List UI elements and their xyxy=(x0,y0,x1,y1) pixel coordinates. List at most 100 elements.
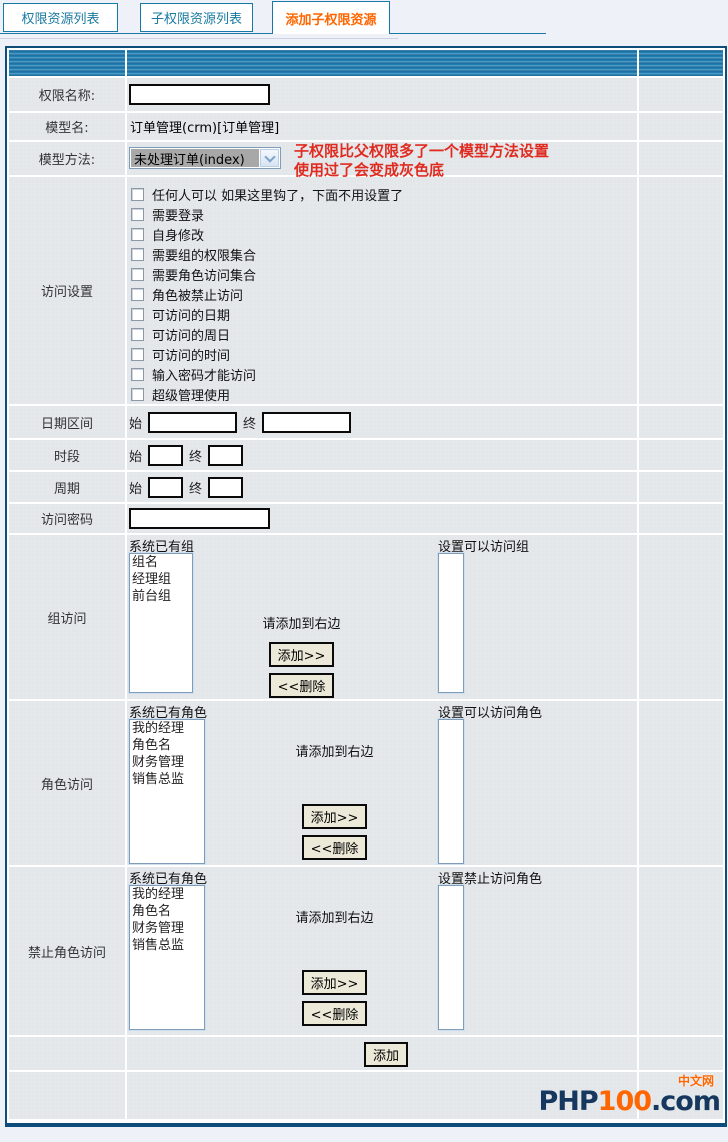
list-option[interactable]: 我的经理 xyxy=(132,721,185,736)
role-remove-button[interactable]: <<删除 xyxy=(301,835,368,860)
group-source-title: 系统已有组 xyxy=(129,540,195,555)
role-access-label: 角色访问 xyxy=(9,701,125,865)
list-option[interactable]: 财务管理 xyxy=(132,921,185,936)
week-start-label: 始 xyxy=(129,481,143,497)
access-password-label: 访问密码 xyxy=(9,504,125,533)
add-submit-button[interactable]: 添加 xyxy=(364,1042,409,1067)
header-cell-extra xyxy=(639,50,723,76)
checkbox-icon[interactable] xyxy=(131,307,144,321)
permission-form-table: 权限名称: 模型名: 订单管理(crm)[订单管理] 模型方法: 未处理订单(i… xyxy=(5,46,727,1127)
list-option[interactable]: 销售总监 xyxy=(132,938,185,953)
access-checkbox-row[interactable]: 需要角色访问集合 xyxy=(131,264,637,284)
deny-role-remove-button[interactable]: <<删除 xyxy=(301,1001,368,1026)
tab-add-sub-permission-resource[interactable]: 添加子权限资源 xyxy=(272,1,390,34)
group-remove-button[interactable]: <<删除 xyxy=(268,673,335,698)
access-checkbox-row[interactable]: 可访问的时间 xyxy=(131,344,637,364)
access-checkbox-row[interactable]: 自身修改 xyxy=(131,224,637,244)
spacer-cell xyxy=(639,113,723,140)
checkbox-icon[interactable] xyxy=(131,247,144,261)
access-checkbox-row[interactable]: 需要组的权限集合 xyxy=(131,244,637,264)
spacer-cell xyxy=(639,78,723,111)
week-start-input[interactable] xyxy=(148,476,184,498)
date-end-input[interactable] xyxy=(262,411,352,433)
role-target-listbox[interactable] xyxy=(437,718,465,865)
role-add-button[interactable]: 添加>> xyxy=(301,804,368,829)
spacer-cell xyxy=(639,472,723,502)
spacer-cell xyxy=(9,1072,125,1119)
dropdown-arrow-button[interactable] xyxy=(260,149,279,167)
checkbox-icon[interactable] xyxy=(131,287,144,301)
group-target-title: 设置可以访问组 xyxy=(438,540,530,555)
footer-row xyxy=(9,1072,723,1119)
spacer-cell xyxy=(639,406,723,438)
list-option[interactable]: 销售总监 xyxy=(132,772,185,787)
week-end-input[interactable] xyxy=(208,476,244,498)
logo-tagline: 中文网 xyxy=(677,1074,714,1088)
access-password-input[interactable] xyxy=(129,508,270,529)
spacer-cell xyxy=(9,1037,125,1070)
deny-role-transfer: 系统已有角色 我的经理角色名财务管理销售总监 请添加到右边 添加>> <<删除 … xyxy=(127,867,637,1035)
model-method-select[interactable]: 未处理订单(index) xyxy=(129,147,281,169)
logo-text: PHP100.com xyxy=(538,1086,721,1117)
checkbox-label: 需要组的权限集合 xyxy=(152,248,257,264)
checkbox-icon[interactable] xyxy=(131,227,144,241)
model-name-label: 模型名: xyxy=(9,113,125,140)
time-range-label: 时段 xyxy=(9,440,125,470)
checkbox-label: 超级管理使用 xyxy=(152,388,231,404)
list-option[interactable]: 组名 xyxy=(132,555,159,570)
checkbox-icon[interactable] xyxy=(131,367,144,381)
deny-role-source-listbox[interactable]: 我的经理角色名财务管理销售总监 xyxy=(128,884,206,1031)
list-option[interactable]: 我的经理 xyxy=(132,887,185,902)
access-checkbox-row[interactable]: 超级管理使用 xyxy=(131,384,637,404)
tab-sub-permission-resource-list[interactable]: 子权限资源列表 xyxy=(140,3,253,32)
checkbox-label: 角色被禁止访问 xyxy=(152,288,244,304)
list-option[interactable]: 经理组 xyxy=(132,572,172,587)
model-method-label: 模型方法: xyxy=(9,142,125,175)
time-range-row: 时段 始 终 xyxy=(9,440,723,470)
tab-permission-resource-list[interactable]: 权限资源列表 xyxy=(3,3,118,32)
spacer-cell xyxy=(127,1072,637,1119)
access-checkbox-row[interactable]: 可访问的周日 xyxy=(131,324,637,344)
checkbox-icon[interactable] xyxy=(131,267,144,281)
checkbox-icon[interactable] xyxy=(131,327,144,341)
list-option[interactable]: 角色名 xyxy=(132,738,172,753)
time-end-label: 终 xyxy=(189,449,203,465)
access-checkbox-row[interactable]: 角色被禁止访问 xyxy=(131,284,637,304)
list-option[interactable]: 前台组 xyxy=(132,589,172,604)
list-option[interactable]: 角色名 xyxy=(132,904,172,919)
submit-row: 添加 xyxy=(9,1037,723,1070)
date-range-label: 日期区间 xyxy=(9,406,125,438)
access-checkbox-row[interactable]: 输入密码才能访问 xyxy=(131,364,637,384)
role-transfer: 系统已有角色 我的经理角色名财务管理销售总监 请添加到右边 添加>> <<删除 … xyxy=(127,701,637,865)
checkbox-label: 需要角色访问集合 xyxy=(152,268,257,284)
checkbox-icon[interactable] xyxy=(131,187,144,201)
perm-name-row: 权限名称: xyxy=(9,78,723,111)
access-checkbox-row[interactable]: 任何人可以 如果这里钩了，下面不用设置了 xyxy=(131,184,637,204)
checkbox-label: 任何人可以 如果这里钩了，下面不用设置了 xyxy=(152,188,404,204)
role-source-listbox[interactable]: 我的经理角色名财务管理销售总监 xyxy=(128,718,206,865)
date-start-label: 始 xyxy=(129,416,143,432)
checkbox-icon[interactable] xyxy=(131,347,144,361)
role-transfer-hint: 请添加到右边 xyxy=(295,745,374,760)
checkbox-icon[interactable] xyxy=(131,387,144,401)
checkbox-icon[interactable] xyxy=(131,207,144,221)
checkbox-label: 需要登录 xyxy=(152,208,205,224)
group-target-listbox[interactable] xyxy=(437,552,465,694)
date-start-input[interactable] xyxy=(148,411,238,433)
group-source-listbox[interactable]: 组名经理组前台组 xyxy=(128,552,194,694)
deny-role-target-listbox[interactable] xyxy=(437,884,465,1031)
group-add-button[interactable]: 添加>> xyxy=(268,642,335,667)
group-transfer-hint: 请添加到右边 xyxy=(262,617,341,632)
spacer-cell xyxy=(639,440,723,470)
time-start-input[interactable] xyxy=(148,444,184,466)
deny-role-access-label: 禁止角色访问 xyxy=(9,867,125,1035)
checkbox-label: 可访问的日期 xyxy=(152,308,231,324)
access-settings-label: 访问设置 xyxy=(9,177,125,404)
list-option[interactable]: 财务管理 xyxy=(132,755,185,770)
access-settings-row: 访问设置 任何人可以 如果这里钩了，下面不用设置了需要登录自身修改需要组的权限集… xyxy=(9,177,723,404)
time-end-input[interactable] xyxy=(208,444,244,466)
deny-role-add-button[interactable]: 添加>> xyxy=(301,970,368,995)
perm-name-input[interactable] xyxy=(129,84,270,105)
access-checkbox-row[interactable]: 可访问的日期 xyxy=(131,304,637,324)
access-checkbox-row[interactable]: 需要登录 xyxy=(131,204,637,224)
